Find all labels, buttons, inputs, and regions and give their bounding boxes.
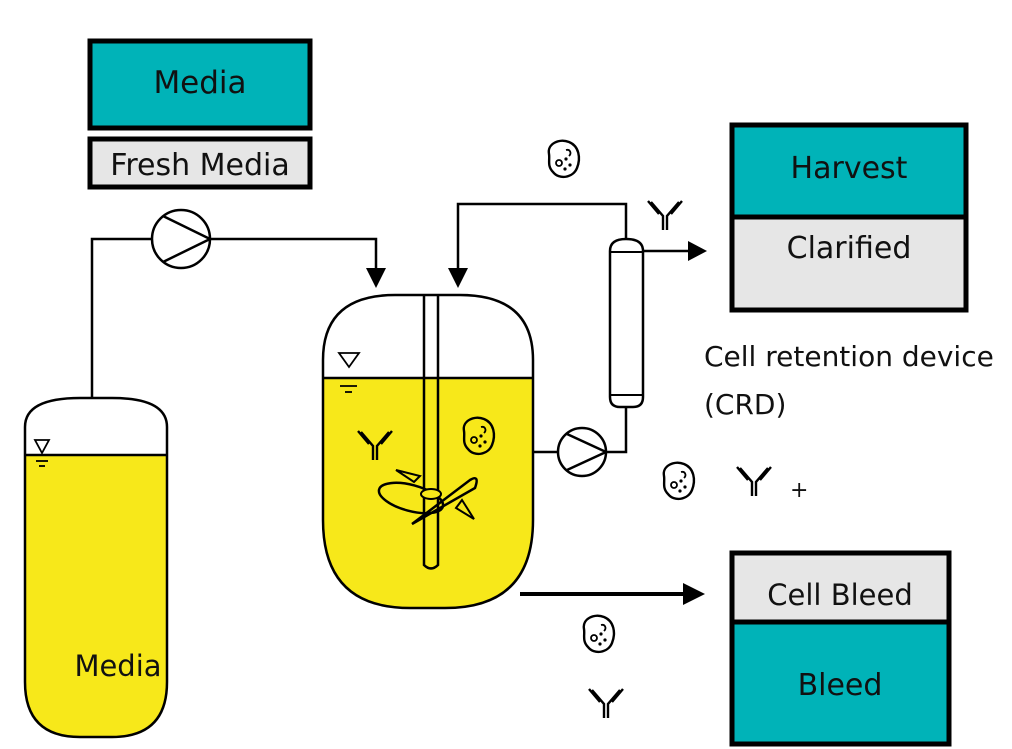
bioreactor bbox=[321, 293, 535, 610]
media-legend-top-label: Media bbox=[153, 65, 246, 101]
media-legend-top-box bbox=[87, 38, 313, 131]
antibody-icon bbox=[735, 465, 773, 498]
pump-icon bbox=[556, 426, 609, 478]
bleed-legend-top-box bbox=[729, 550, 952, 625]
arrow-icon bbox=[688, 241, 707, 261]
antibody-icon bbox=[646, 199, 684, 232]
harvest-legend: Harvest Clarified bbox=[729, 122, 969, 313]
agitator-shaft bbox=[422, 295, 440, 570]
harvest-legend-bottom-box bbox=[729, 214, 969, 313]
recycle-plus-sign: + bbox=[790, 478, 808, 503]
cell-icon bbox=[582, 614, 616, 654]
antibody-icon bbox=[587, 687, 625, 720]
harvest-legend-top-box bbox=[729, 122, 969, 220]
harvest-legend-top-label: Harvest bbox=[791, 151, 908, 186]
retentate-return-line bbox=[448, 202, 628, 288]
harvest-legend-bottom-label: Clarified bbox=[787, 231, 912, 266]
pump-icon bbox=[150, 208, 213, 270]
crd-recirculation-line bbox=[533, 407, 628, 454]
crd-label-line1: Cell retention device bbox=[704, 340, 994, 373]
bleed-legend-bottom-label: Bleed bbox=[798, 668, 883, 703]
bleed-line bbox=[520, 583, 705, 605]
media-feed-line bbox=[90, 237, 386, 400]
bleed-legend-bottom-box bbox=[729, 619, 952, 747]
media-tank bbox=[23, 396, 169, 739]
media-legend-bottom-label: Fresh Media bbox=[110, 148, 290, 183]
arrow-icon bbox=[448, 268, 468, 288]
cell-icon bbox=[547, 139, 581, 179]
bleed-legend: Cell Bleed Bleed bbox=[729, 550, 952, 747]
cell-retention-device bbox=[608, 237, 645, 409]
crd-label-line2: (CRD) bbox=[704, 388, 786, 421]
arrow-icon bbox=[366, 268, 386, 288]
harvest-line bbox=[643, 241, 707, 261]
media-legend-bottom-box bbox=[87, 136, 313, 190]
impeller-icon bbox=[377, 469, 478, 526]
level-indicator-icon bbox=[337, 352, 361, 393]
cell-icon bbox=[662, 461, 696, 501]
media-legend: Media Fresh Media bbox=[87, 38, 313, 190]
bleed-legend-top-label: Cell Bleed bbox=[767, 578, 912, 612]
arrow-icon bbox=[683, 583, 705, 605]
level-indicator-icon bbox=[33, 439, 51, 467]
media-tank-label: Media bbox=[74, 649, 161, 683]
